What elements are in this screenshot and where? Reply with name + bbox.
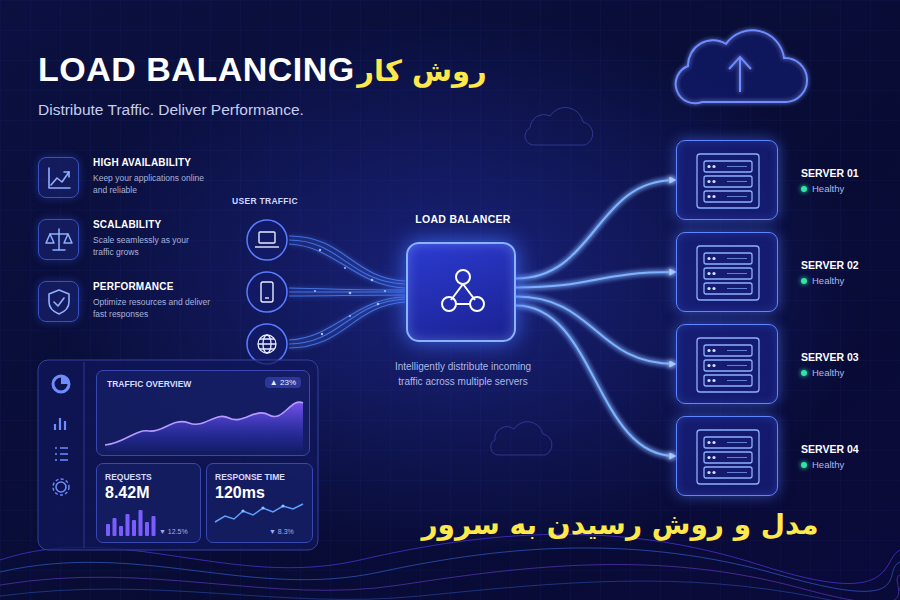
phone-icon: [261, 282, 273, 302]
device-circle: [247, 220, 287, 260]
box-illustration: [677, 417, 779, 497]
persian-caption: مدل و روش رسیدن به سرور: [385, 508, 855, 541]
card-heading: TRAFFIC OVERVIEW: [107, 379, 237, 389]
chart-card: TRAFFIC OVERVIEW ▲ 23%: [96, 370, 310, 456]
trend-value: ▼ 12.5%: [159, 528, 197, 535]
metric-card: RESPONSE TIME 120ms ▼ 8.3%: [206, 463, 313, 543]
box-illustration: [39, 220, 80, 261]
server-name: SERVER 03: [801, 351, 883, 363]
laptop-icon: [255, 232, 279, 247]
feature-body: Scale seamlessly as your traffic grows: [93, 235, 211, 259]
server-name: SERVER 01: [801, 167, 883, 179]
box-illustration: [677, 141, 779, 221]
card-heading: REQUESTS: [105, 472, 195, 482]
feature-icon-box: HIGH AVAILABILITYKeep your applications …: [38, 157, 79, 198]
title: LOAD BALANCING: [38, 50, 355, 89]
connector: [516, 306, 675, 457]
box-illustration: [39, 282, 80, 323]
trend-badge: ▲ 23%: [265, 377, 301, 388]
card-heading: RESPONSE TIME: [215, 472, 307, 482]
device-circle: [247, 272, 287, 312]
metric-value: 120ms: [215, 484, 305, 502]
server-box: SERVER 04Healthy: [676, 416, 778, 496]
dashboard-panel: [38, 360, 318, 550]
box-illustration: [677, 325, 779, 405]
section-label: USER TRAFFIC: [232, 196, 312, 206]
box-description: Intelligently distribute incoming traffi…: [386, 360, 540, 389]
server-status: Healthy: [801, 183, 882, 194]
feature-body: Keep your applications online and reliab…: [93, 173, 211, 197]
feature-heading: SCALABILITY: [93, 219, 233, 230]
feature-icon-box: PERFORMANCEOptimize resources and delive…: [38, 281, 79, 322]
server-box: SERVER 02Healthy: [676, 232, 778, 312]
panel-frame: [38, 360, 318, 550]
panel-divider: [84, 362, 85, 548]
feature-heading: HIGH AVAILABILITY: [93, 157, 233, 168]
trend-value: ▼ 8.3%: [269, 528, 309, 535]
feature-heading: PERFORMANCE: [93, 281, 233, 292]
server-status: Healthy: [801, 275, 882, 286]
metric-value: 8.42M: [105, 484, 195, 502]
server-status: Healthy: [801, 459, 882, 470]
server-name: SERVER 02: [801, 259, 883, 271]
feature-icon-box: SCALABILITYScale seamlessly as your traf…: [38, 219, 79, 260]
traffic-strands: [289, 236, 405, 348]
box-illustration: [408, 244, 518, 344]
box-illustration: [677, 233, 779, 313]
sidebar-icons: [53, 376, 69, 495]
box-illustration: [39, 158, 80, 199]
cloud-upload: [676, 30, 807, 103]
feature-body: Optimize resources and deliver fast resp…: [93, 297, 211, 321]
load-balancer-box: LOAD BALANCERIntelligently distribute in…: [406, 242, 516, 342]
server-box: SERVER 01Healthy: [676, 140, 778, 220]
persian-subtitle: روش کار: [342, 54, 502, 88]
traffic-particles: [314, 249, 386, 335]
device-circles: [247, 220, 287, 364]
connector: [516, 272, 675, 288]
box-heading: LOAD BALANCER: [383, 213, 543, 225]
server-status: Healthy: [801, 367, 882, 378]
connector: [516, 297, 675, 365]
metric-card: REQUESTS 8.42M ▼ 12.5%: [96, 463, 201, 543]
globe-icon: [258, 335, 276, 353]
server-name: SERVER 04: [801, 443, 883, 455]
tagline: Distribute Traffic. Deliver Performance.: [38, 101, 358, 119]
connector: [516, 180, 675, 279]
server-box: SERVER 03Healthy: [676, 324, 778, 404]
device-circle: [247, 324, 287, 364]
